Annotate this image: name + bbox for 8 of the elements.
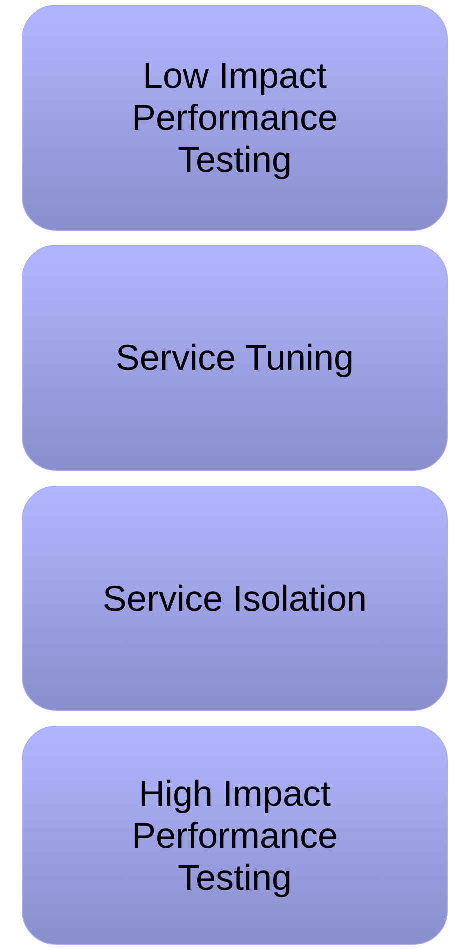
box-label: High Impact Performance Testing <box>130 772 340 898</box>
process-box <box>22 245 448 471</box>
process-box <box>22 486 448 711</box>
process-box <box>22 5 448 231</box>
box-label: Service Tuning <box>116 337 354 379</box>
box-label: Service Isolation <box>102 578 368 620</box>
box-label: Low Impact Performance Testing <box>130 55 340 181</box>
process-box <box>22 726 448 945</box>
